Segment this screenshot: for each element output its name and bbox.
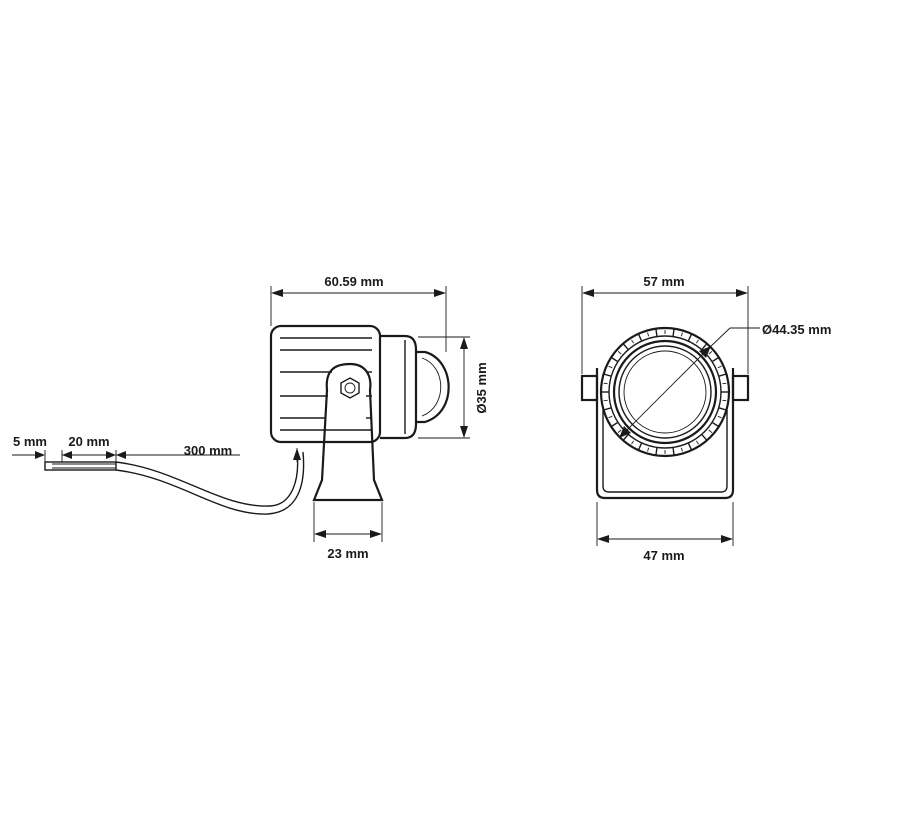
fin-tooth — [701, 343, 708, 351]
fin-slot — [708, 429, 713, 433]
fin-slot — [631, 339, 634, 344]
fin-tooth — [718, 373, 727, 377]
side-lens — [416, 350, 450, 424]
front-fin-ring — [599, 326, 731, 458]
dim-front-base — [596, 502, 734, 546]
fin-tooth — [711, 421, 720, 428]
label-cable-length: 300 mm — [184, 443, 232, 458]
fin-tooth — [610, 421, 619, 428]
fin-slot — [617, 351, 622, 355]
fin-tooth — [622, 343, 629, 351]
fin-tooth — [672, 447, 675, 456]
fin-slot — [647, 332, 650, 337]
label-wire-strip: 5 mm — [13, 434, 47, 449]
dim-front-diameter — [619, 327, 760, 438]
fin-slot — [696, 339, 699, 344]
label-side-length: 60.59 mm — [324, 274, 383, 289]
fin-slot — [680, 332, 683, 337]
fin-tooth — [622, 433, 629, 441]
dim-wire — [12, 448, 301, 462]
fin-tooth — [718, 407, 727, 411]
label-front-diameter: Ø44.35 mm — [762, 322, 831, 337]
fin-slot — [647, 447, 650, 452]
fin-slot — [717, 415, 722, 419]
side-cable — [44, 451, 305, 515]
fin-tooth — [637, 333, 643, 342]
fin-tooth — [603, 407, 612, 411]
front-view — [580, 286, 760, 546]
fin-slot — [717, 365, 722, 369]
side-bezel — [380, 334, 418, 440]
fin-tooth — [655, 447, 658, 456]
dim-bracket-width — [313, 502, 383, 542]
fin-slot — [603, 399, 608, 402]
side-bracket — [312, 362, 384, 502]
fin-slot — [722, 399, 727, 402]
front-lens — [612, 339, 718, 445]
fin-tooth — [687, 333, 693, 342]
fin-tooth — [687, 442, 693, 451]
fin-tooth — [672, 328, 675, 337]
fin-tooth — [637, 442, 643, 451]
fin-slot — [722, 382, 727, 385]
fin-tooth — [610, 356, 619, 363]
dim-front-width — [581, 286, 749, 374]
label-front-width: 57 mm — [643, 274, 684, 289]
fin-slot — [603, 382, 608, 385]
side-housing — [269, 324, 382, 444]
label-front-base: 47 mm — [643, 548, 684, 563]
fin-slot — [608, 415, 613, 419]
fin-slot — [696, 440, 699, 445]
fin-slot — [680, 447, 683, 452]
fin-slot — [708, 351, 713, 355]
label-bracket-width: 23 mm — [327, 546, 368, 561]
fin-slot — [631, 440, 634, 445]
fin-tooth — [655, 328, 658, 337]
fin-tooth — [701, 433, 708, 441]
fin-tooth — [711, 356, 720, 363]
dim-side-diameter — [418, 336, 470, 439]
fin-slot — [617, 429, 622, 433]
fin-slot — [608, 365, 613, 369]
label-wire-tinned: 20 mm — [68, 434, 109, 449]
label-side-diameter: Ø35 mm — [474, 362, 489, 413]
front-bracket — [580, 368, 750, 500]
fin-tooth — [603, 373, 612, 377]
dim-side-length — [270, 286, 447, 352]
side-view — [12, 286, 470, 542]
